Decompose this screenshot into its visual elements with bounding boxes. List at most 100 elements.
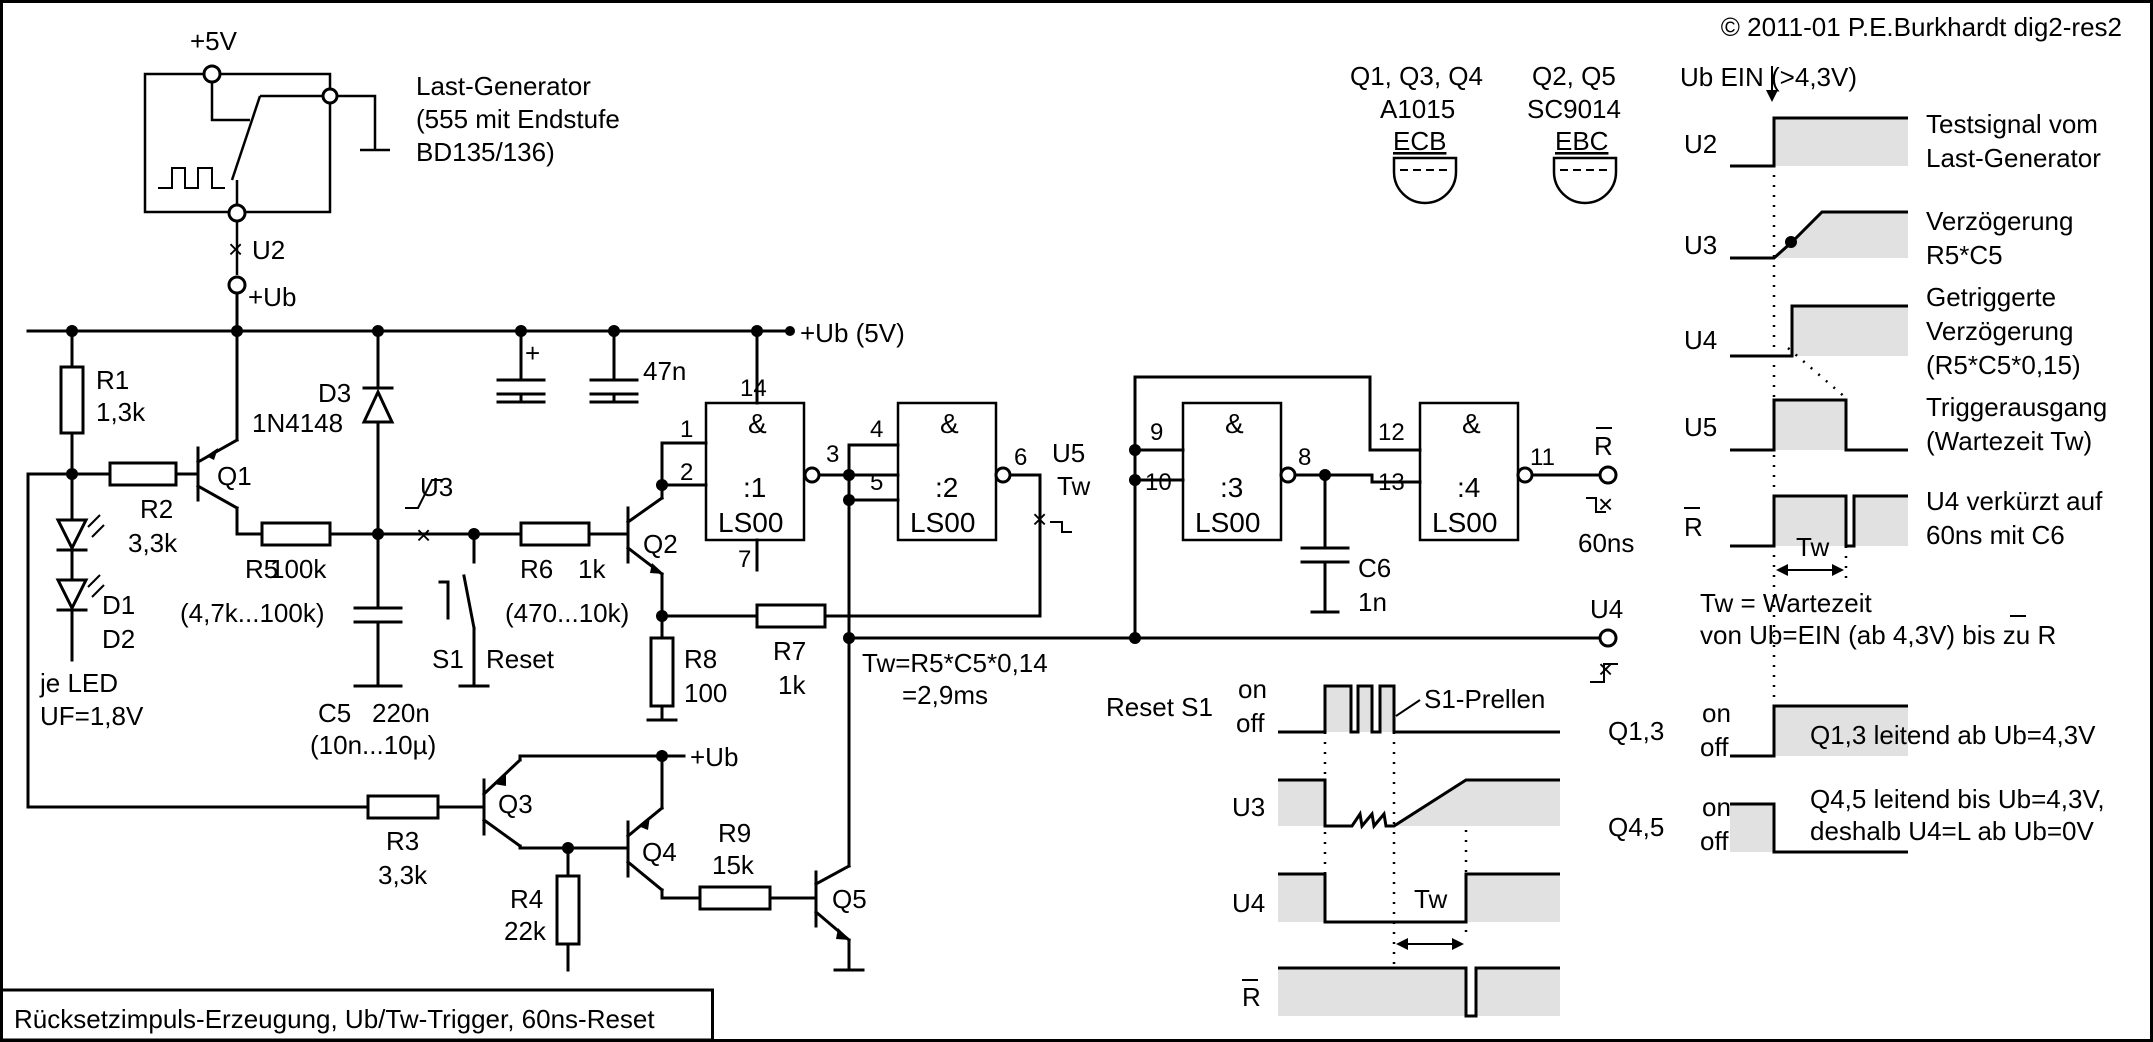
svg-text:je LED: je LED bbox=[39, 668, 118, 698]
svg-text:R: R bbox=[1684, 512, 1703, 542]
svg-text:C6: C6 bbox=[1358, 553, 1391, 583]
svg-text:4: 4 bbox=[870, 416, 883, 443]
timing-diagram-reset: Reset S1 on off S1-Prellen U3 U4 Tw R bbox=[1106, 674, 1560, 1018]
svg-text:on: on bbox=[1238, 674, 1267, 704]
svg-text:×: × bbox=[228, 234, 243, 264]
svg-text:Triggerausgang: Triggerausgang bbox=[1926, 392, 2107, 422]
svg-text:100k: 100k bbox=[270, 554, 327, 584]
svg-text:Q5: Q5 bbox=[832, 884, 867, 914]
svg-text:von Ub=EIN (ab 4,3V) bis zu R: von Ub=EIN (ab 4,3V) bis zu R bbox=[1700, 620, 2056, 650]
svg-text:U3: U3 bbox=[1684, 230, 1717, 260]
svg-text::2: :2 bbox=[935, 472, 958, 503]
svg-text:Q4,5: Q4,5 bbox=[1608, 812, 1664, 842]
reset-switch-s1[interactable]: S1 Reset bbox=[432, 532, 555, 688]
svg-text:on: on bbox=[1702, 792, 1731, 822]
capacitor-c6: C6 1n bbox=[1300, 473, 1391, 617]
svg-text:×: × bbox=[416, 520, 431, 550]
svg-text:deshalb U4=L ab Ub=0V: deshalb U4=L ab Ub=0V bbox=[1810, 816, 2094, 846]
svg-text:R2: R2 bbox=[140, 494, 173, 524]
svg-text:3: 3 bbox=[826, 441, 839, 468]
svg-text:Tw: Tw bbox=[1796, 532, 1829, 562]
svg-text:&: & bbox=[940, 408, 959, 439]
rbar-output-terminal bbox=[1598, 465, 1618, 485]
svg-text:SC9014: SC9014 bbox=[1527, 94, 1621, 124]
svg-text:+: + bbox=[525, 338, 540, 368]
svg-text:R: R bbox=[1242, 982, 1261, 1012]
svg-text:R9: R9 bbox=[718, 818, 751, 848]
svg-text:Tw: Tw bbox=[1414, 884, 1447, 914]
svg-text:(555 mit Endstufe: (555 mit Endstufe bbox=[416, 104, 620, 134]
svg-text:Q2, Q5: Q2, Q5 bbox=[1532, 61, 1616, 91]
svg-text:2: 2 bbox=[680, 459, 693, 486]
svg-text:Tw: Tw bbox=[1057, 471, 1090, 501]
svg-text:R7: R7 bbox=[773, 636, 806, 666]
svg-text:Q1: Q1 bbox=[217, 461, 252, 491]
svg-text:60ns mit C6: 60ns mit C6 bbox=[1926, 520, 2065, 550]
svg-text:R8: R8 bbox=[684, 644, 717, 674]
svg-text:on: on bbox=[1702, 698, 1731, 728]
svg-text:off: off bbox=[1700, 826, 1729, 856]
transistor-q2: Q2 bbox=[625, 483, 708, 618]
svg-text:D1: D1 bbox=[102, 590, 135, 620]
svg-text:S1-Prellen: S1-Prellen bbox=[1424, 684, 1545, 714]
transistor-pinout-group1: Q1, Q3, Q4 A1015 ECB bbox=[1350, 61, 1483, 205]
svg-text:R4: R4 bbox=[510, 884, 543, 914]
led-d1-d2: D1 D2 je LED UF=1,8V bbox=[39, 472, 144, 731]
svg-text::3: :3 bbox=[1220, 472, 1243, 503]
r7-resistor: R7 1k bbox=[660, 518, 1042, 700]
r2-resistor: R2 3,3k bbox=[108, 461, 200, 558]
svg-text:U4: U4 bbox=[1232, 888, 1265, 918]
svg-text:Last-Generator: Last-Generator bbox=[1926, 143, 2101, 173]
svg-text:Testsignal vom: Testsignal vom bbox=[1926, 109, 2098, 139]
transistor-q5: Q5 bbox=[813, 863, 867, 972]
r1-resistor: R1 1,3k bbox=[59, 329, 146, 476]
transistor-q3: Q3 bbox=[481, 754, 664, 850]
svg-text:3,3k: 3,3k bbox=[378, 860, 428, 890]
svg-text:&: & bbox=[1225, 408, 1244, 439]
svg-text:Q2: Q2 bbox=[643, 529, 678, 559]
svg-text:1k: 1k bbox=[578, 554, 606, 584]
svg-text:D3: D3 bbox=[318, 378, 351, 408]
svg-text:1k: 1k bbox=[778, 670, 806, 700]
svg-text:EBC: EBC bbox=[1555, 126, 1608, 156]
svg-text:10: 10 bbox=[1145, 469, 1172, 496]
svg-text:Q1,3: Q1,3 bbox=[1608, 716, 1664, 746]
svg-text:+Ub: +Ub bbox=[248, 282, 296, 312]
svg-text:Q1,3 leitend ab Ub=4,3V: Q1,3 leitend ab Ub=4,3V bbox=[1810, 720, 2096, 750]
svg-text:1: 1 bbox=[680, 416, 693, 443]
svg-text:R3: R3 bbox=[386, 826, 419, 856]
copyright-text: © 2011-01 P.E.Burkhardt dig2-res2 bbox=[1721, 12, 2122, 42]
r5-resistor: R5 100k (4,7k...100k) bbox=[180, 521, 476, 628]
svg-text:U2: U2 bbox=[1684, 129, 1717, 159]
svg-text:1n: 1n bbox=[1358, 587, 1387, 617]
svg-text:U4: U4 bbox=[1590, 594, 1623, 624]
svg-text:7: 7 bbox=[738, 546, 751, 573]
svg-text:Q1, Q3, Q4: Q1, Q3, Q4 bbox=[1350, 61, 1483, 91]
transistor-q4: Q4 bbox=[625, 754, 702, 900]
plus5v-label: +5V bbox=[190, 26, 238, 56]
svg-text:Ub EIN (>4,3V): Ub EIN (>4,3V) bbox=[1680, 62, 1857, 92]
pulse-icon bbox=[158, 167, 225, 189]
svg-text:U5: U5 bbox=[1052, 438, 1085, 468]
svg-text:(470...10k): (470...10k) bbox=[505, 598, 629, 628]
svg-text:BD135/136): BD135/136) bbox=[416, 137, 555, 167]
svg-text:8: 8 bbox=[1298, 444, 1311, 471]
diode-d3: D3 1N4148 bbox=[252, 329, 395, 536]
svg-text:3,3k: 3,3k bbox=[128, 528, 178, 558]
load-generator-title: Last-Generator bbox=[416, 71, 591, 101]
svg-text:(R5*C5*0,15): (R5*C5*0,15) bbox=[1926, 350, 2081, 380]
caption-box: Rücksetzimpuls-Erzeugung, Ub/Tw-Trigger,… bbox=[0, 988, 714, 1042]
svg-text:60ns: 60ns bbox=[1578, 528, 1634, 558]
r8-resistor: R8 100 bbox=[646, 614, 727, 722]
svg-text:1N4148: 1N4148 bbox=[252, 408, 343, 438]
svg-text:Getriggerte: Getriggerte bbox=[1926, 282, 2056, 312]
gate-3-ls00: 9 10 & :3 LS00 8 bbox=[1145, 401, 1311, 542]
svg-text:47n: 47n bbox=[643, 356, 686, 386]
svg-text:×: × bbox=[1598, 654, 1613, 684]
svg-text:Verzögerung: Verzögerung bbox=[1926, 316, 2073, 346]
r3-resistor: R3 3,3k bbox=[366, 794, 486, 890]
r9-resistor: R9 15k bbox=[698, 818, 818, 911]
